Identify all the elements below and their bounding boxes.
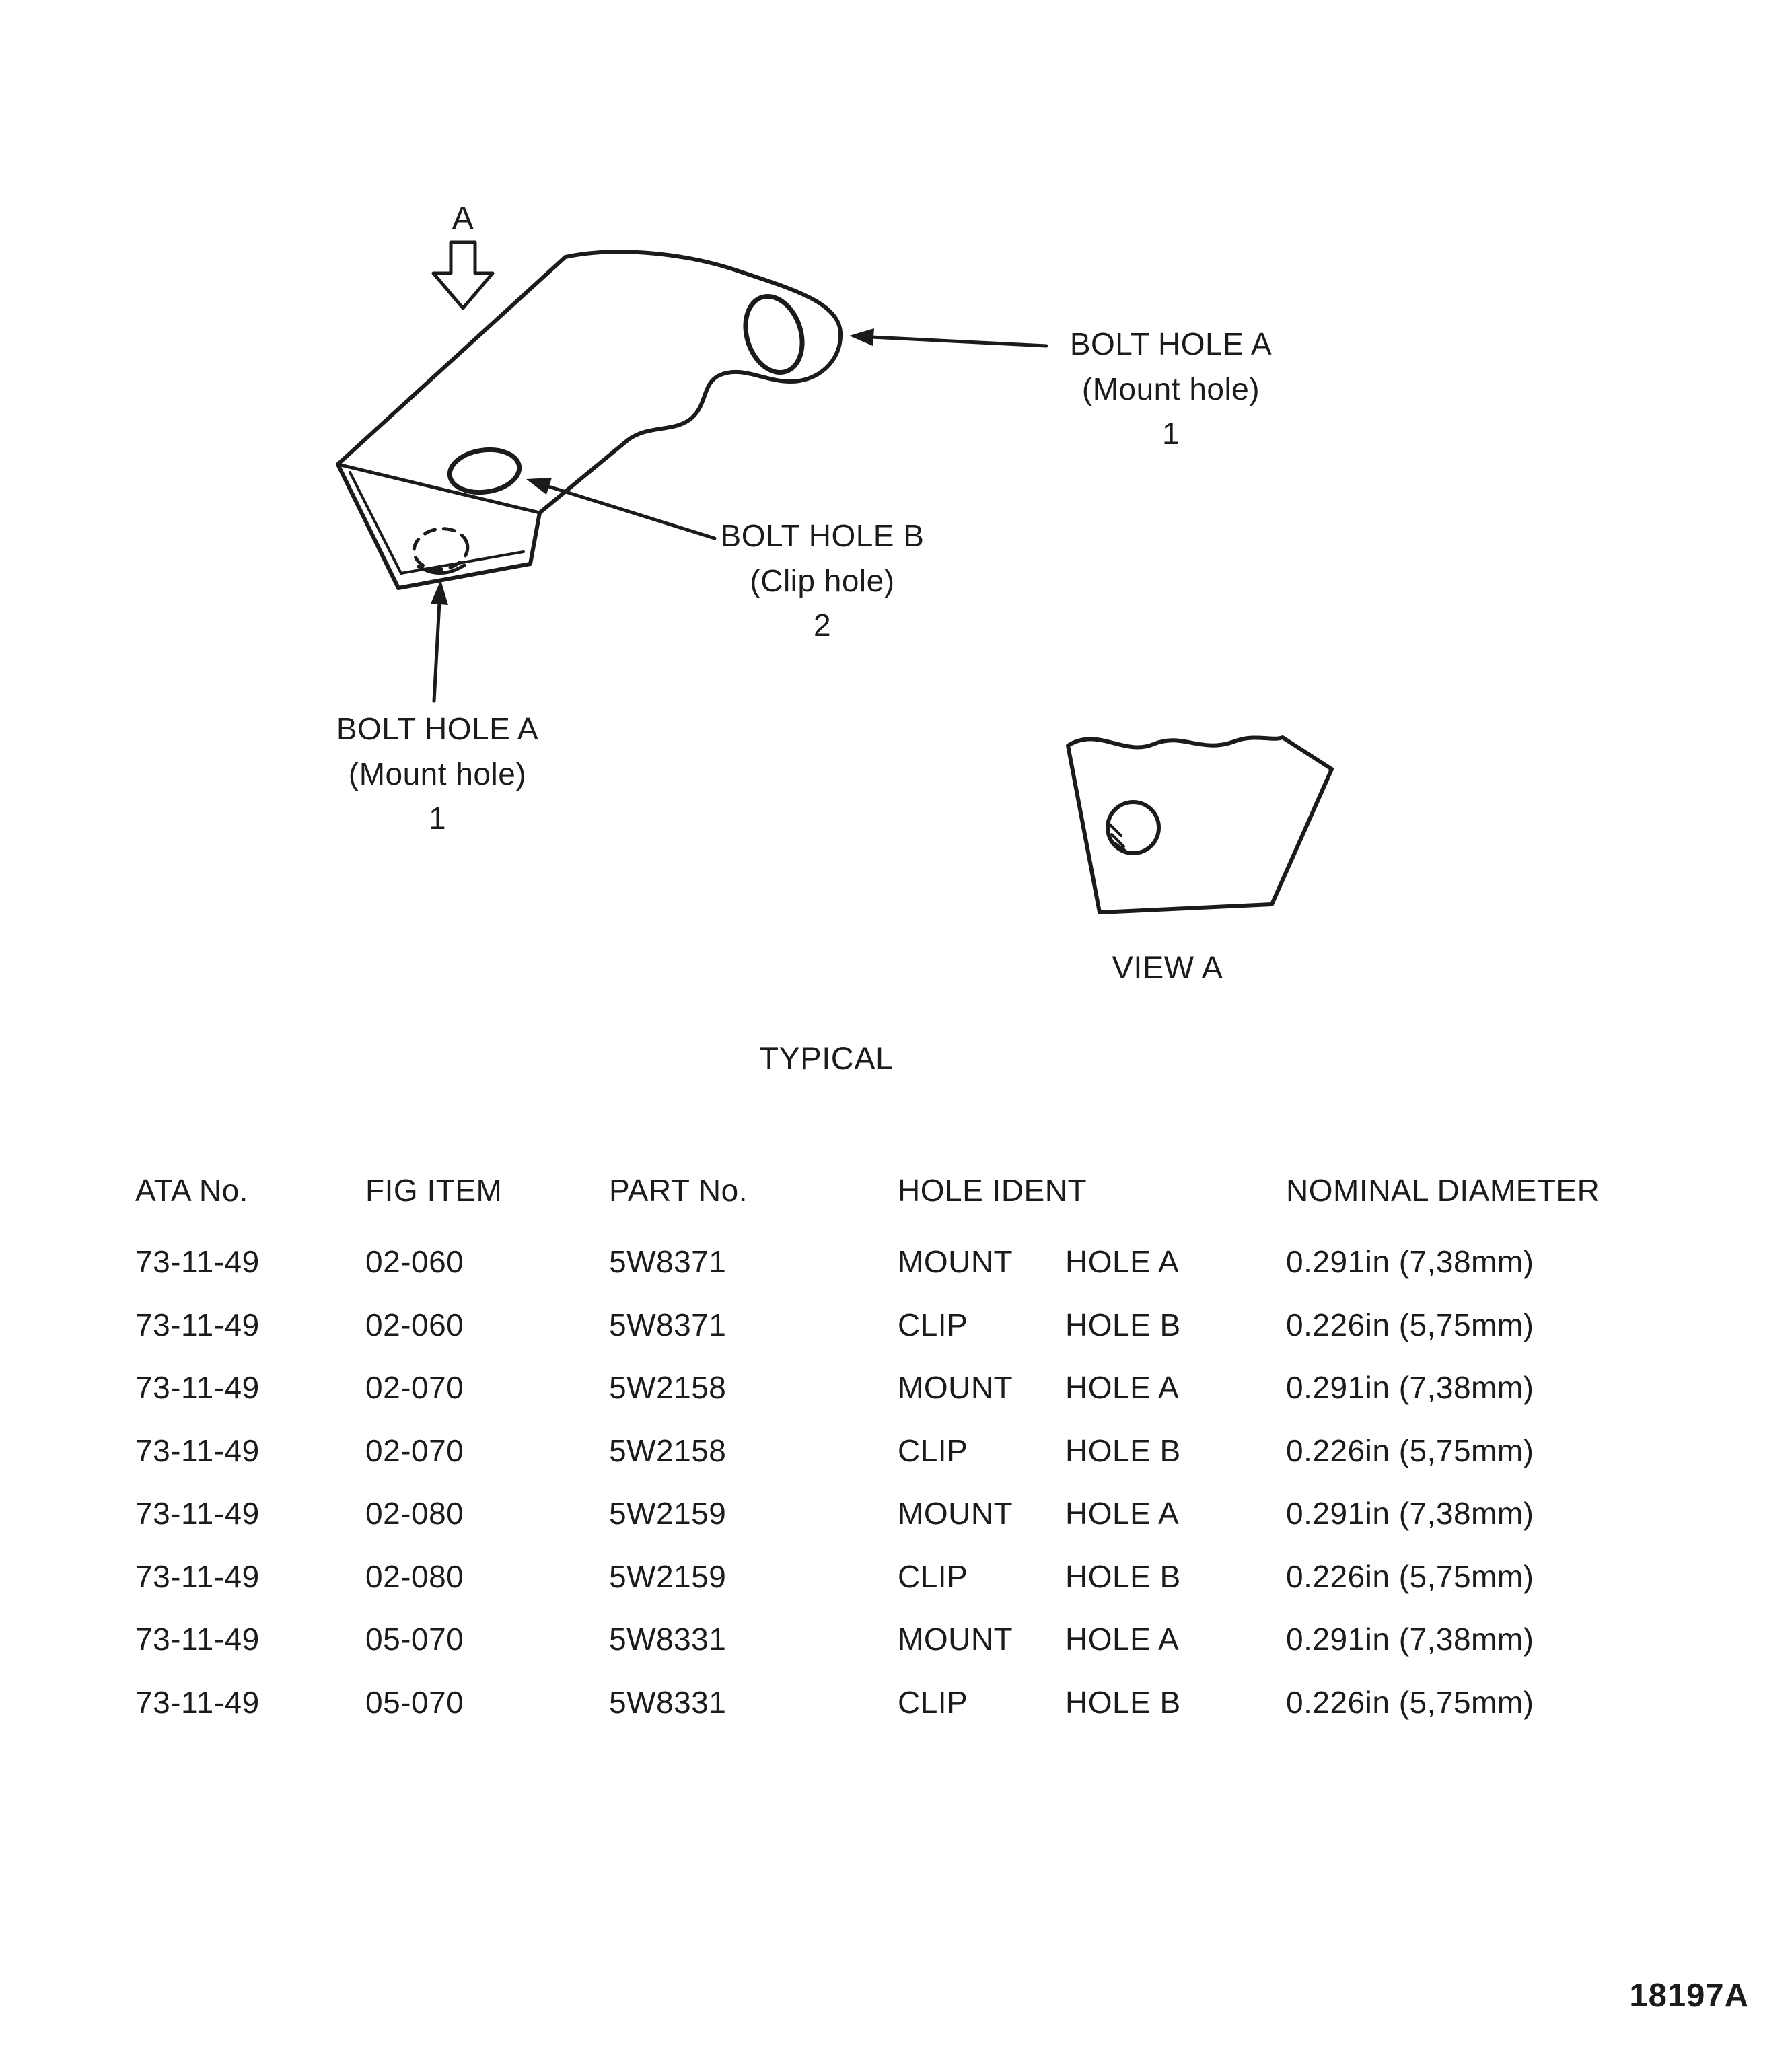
- cell-ata: 73-11-49: [135, 1307, 260, 1342]
- cell-ata: 73-11-49: [135, 1496, 260, 1531]
- callout-bolt-hole-a-top: BOLT HOLE A (Mount hole) 1: [1070, 322, 1272, 456]
- table-row: 73-11-49 02-080 5W2159 MOUNT HOLE A 0.29…: [0, 1495, 1792, 1535]
- callout-title: BOLT HOLE A: [1069, 326, 1273, 361]
- cell-fig-item: 02-080: [365, 1496, 464, 1531]
- cell-hole-id: HOLE A: [1065, 1244, 1180, 1279]
- cell-ata: 73-11-49: [135, 1559, 260, 1594]
- bracket-fold-line: [336, 462, 542, 515]
- cell-fig-item: 02-070: [365, 1433, 464, 1468]
- cell-hole-type: MOUNT: [898, 1244, 1013, 1279]
- bolt-hole-a-top-ellipse: [743, 293, 805, 375]
- callout-bolt-hole-a-bottom: BOLT HOLE A (Mount hole) 1: [336, 707, 538, 841]
- cell-ata: 73-11-49: [135, 1244, 260, 1279]
- cell-diameter: 0.291in (7,38mm): [1286, 1622, 1534, 1657]
- leader-arrowhead-b: [526, 478, 552, 495]
- cell-hole-type: MOUNT: [898, 1622, 1013, 1657]
- callout-subtitle: (Mount hole): [1081, 371, 1260, 406]
- cell-ata: 73-11-49: [135, 1370, 260, 1405]
- leader-bolt-hole-a-bottom: [432, 600, 441, 703]
- figure-number: 18197A: [1629, 1978, 1749, 2014]
- callout-item-number: 2: [813, 608, 832, 643]
- cell-diameter: 0.291in (7,38mm): [1286, 1370, 1534, 1405]
- table-row: 73-11-49 02-070 5W2158 CLIP HOLE B 0.226…: [0, 1433, 1792, 1473]
- cell-part-no: 5W8331: [609, 1685, 727, 1720]
- cell-ata: 73-11-49: [135, 1622, 260, 1657]
- cell-hole-id: HOLE B: [1065, 1433, 1181, 1468]
- leader-arrowhead-a-top: [849, 328, 874, 346]
- cell-ata: 73-11-49: [135, 1685, 260, 1720]
- cell-fig-item: 02-060: [365, 1244, 464, 1279]
- cell-hole-type: CLIP: [898, 1559, 968, 1594]
- cell-ata: 73-11-49: [135, 1433, 260, 1468]
- cell-hole-type: CLIP: [898, 1433, 968, 1468]
- cell-hole-type: CLIP: [898, 1685, 968, 1720]
- cell-hole-id: HOLE B: [1065, 1559, 1181, 1594]
- cell-diameter: 0.226in (5,75mm): [1286, 1559, 1534, 1594]
- cell-hole-type: MOUNT: [898, 1496, 1013, 1531]
- table-row: 73-11-49 05-070 5W8331 CLIP HOLE B 0.226…: [0, 1684, 1792, 1725]
- leader-bolt-hole-a-top: [869, 335, 1048, 348]
- bolt-hole-a-bottom-dashed: [412, 527, 470, 571]
- cell-hole-id: HOLE B: [1065, 1307, 1181, 1342]
- cell-hole-type: CLIP: [898, 1307, 968, 1342]
- cell-part-no: 5W2158: [609, 1370, 727, 1405]
- callout-item-number: 1: [1161, 416, 1180, 451]
- cell-diameter: 0.291in (7,38mm): [1286, 1496, 1534, 1531]
- cell-part-no: 5W8371: [609, 1244, 727, 1279]
- cell-fig-item: 02-080: [365, 1559, 464, 1594]
- callout-bolt-hole-b: BOLT HOLE B (Clip hole) 2: [721, 513, 925, 648]
- cell-hole-type: MOUNT: [898, 1370, 1013, 1405]
- cell-part-no: 5W8331: [609, 1622, 727, 1657]
- view-a-hole-circle: [1106, 800, 1161, 855]
- header-ata: ATA No.: [135, 1173, 248, 1208]
- cell-hole-id: HOLE A: [1065, 1622, 1180, 1657]
- bolt-hole-b-ellipse: [447, 447, 522, 495]
- header-nominal-diameter: NOMINAL DIAMETER: [1286, 1173, 1600, 1208]
- cell-diameter: 0.226in (5,75mm): [1286, 1307, 1534, 1342]
- leader-arrowhead-a-bottom: [431, 580, 448, 605]
- callout-item-number: 1: [428, 801, 447, 836]
- header-hole-ident: HOLE IDENT: [898, 1173, 1087, 1208]
- cell-fig-item: 02-060: [365, 1307, 464, 1342]
- table-header-row: ATA No. FIG ITEM PART No. HOLE IDENT NOM…: [0, 1172, 1792, 1213]
- cell-diameter: 0.226in (5,75mm): [1286, 1433, 1534, 1468]
- cell-part-no: 5W8371: [609, 1307, 727, 1342]
- cell-diameter: 0.291in (7,38mm): [1286, 1244, 1534, 1279]
- cell-hole-id: HOLE B: [1065, 1685, 1181, 1720]
- cell-fig-item: 05-070: [365, 1685, 464, 1720]
- view-direction-arrow-icon: [431, 240, 495, 310]
- cell-part-no: 5W2158: [609, 1433, 727, 1468]
- cell-part-no: 5W2159: [609, 1559, 727, 1594]
- view-a-caption: VIEW A: [1112, 949, 1223, 985]
- callout-subtitle: (Clip hole): [750, 563, 895, 598]
- callout-title: BOLT HOLE A: [336, 711, 539, 746]
- view-direction-label: A: [452, 201, 474, 236]
- table-row: 73-11-49 05-070 5W8331 MOUNT HOLE A 0.29…: [0, 1621, 1792, 1661]
- cell-hole-id: HOLE A: [1065, 1496, 1180, 1531]
- header-part-no: PART No.: [609, 1173, 748, 1208]
- header-fig-item: FIG ITEM: [365, 1173, 503, 1208]
- view-a-hole-hatching: [1108, 822, 1126, 852]
- leader-bolt-hole-b: [544, 484, 717, 540]
- bolt-hole-a-bottom-lip: [417, 563, 466, 575]
- cell-fig-item: 05-070: [365, 1622, 464, 1657]
- table-row: 73-11-49 02-060 5W8371 MOUNT HOLE A 0.29…: [0, 1243, 1792, 1284]
- typical-caption: TYPICAL: [759, 1040, 894, 1076]
- cell-fig-item: 02-070: [365, 1370, 464, 1405]
- callout-subtitle: (Mount hole): [348, 756, 527, 791]
- cell-part-no: 5W2159: [609, 1496, 727, 1531]
- view-a-detail-outline: [1066, 735, 1334, 914]
- cell-diameter: 0.226in (5,75mm): [1286, 1685, 1534, 1720]
- table-row: 73-11-49 02-060 5W8371 CLIP HOLE B 0.226…: [0, 1307, 1792, 1347]
- bracket-outline: [336, 250, 843, 590]
- callout-title: BOLT HOLE B: [720, 518, 925, 553]
- table-row: 73-11-49 02-080 5W2159 CLIP HOLE B 0.226…: [0, 1558, 1792, 1599]
- bracket-thickness-line: [349, 471, 525, 575]
- table-row: 73-11-49 02-070 5W2158 MOUNT HOLE A 0.29…: [0, 1369, 1792, 1410]
- cell-hole-id: HOLE A: [1065, 1370, 1180, 1405]
